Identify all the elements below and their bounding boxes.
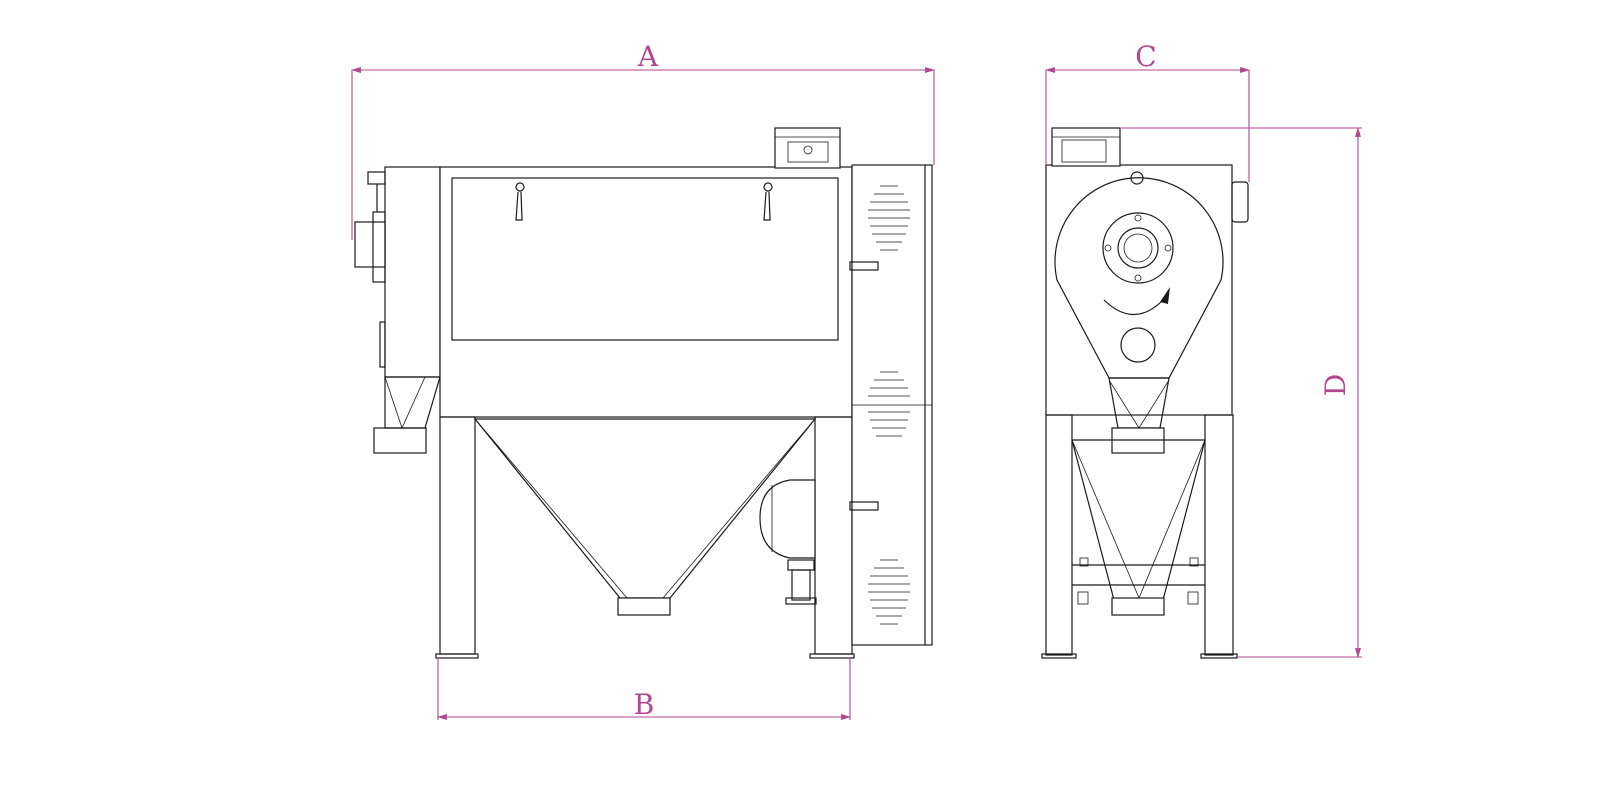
sight-port (1120, 327, 1156, 363)
shaft-cap (367, 171, 386, 185)
left-outlet-spout (373, 427, 427, 454)
drive-motor (759, 479, 816, 559)
rotation-arrow (1103, 297, 1166, 316)
dimension-lines (351, 67, 1362, 720)
door-handle-right (763, 182, 773, 221)
front-leg-left (439, 416, 476, 655)
dimension-a-label: A (637, 40, 659, 73)
vent-slots-bottom (868, 559, 910, 625)
side-leg-left (1045, 414, 1073, 656)
left-end-housing (384, 166, 441, 378)
side-hopper (1071, 439, 1206, 601)
shaft-flange (1102, 212, 1174, 284)
top-inlet (774, 127, 841, 169)
side-top-inlet (1051, 127, 1121, 167)
inspection-door (451, 177, 839, 341)
panel-latch-lower (849, 501, 879, 511)
side-view (1041, 127, 1249, 659)
dimension-d-label: D (1319, 374, 1352, 396)
front-leg-right (814, 416, 853, 655)
panel-latch-upper (849, 261, 879, 271)
vent-slots-middle (868, 371, 910, 437)
side-bolts (1077, 557, 1199, 605)
hopper-outlet (617, 597, 671, 616)
dimension-c-label: C (1135, 40, 1156, 73)
door-handle-left (515, 182, 525, 221)
vent-slots-top (868, 185, 910, 251)
main-body (439, 166, 853, 418)
bearing-plate (372, 211, 386, 283)
side-leg-right (1204, 414, 1234, 656)
bearing-flange (354, 221, 386, 268)
side-handle (1231, 181, 1249, 223)
front-view (354, 127, 933, 659)
dimension-b-label: B (634, 688, 655, 721)
